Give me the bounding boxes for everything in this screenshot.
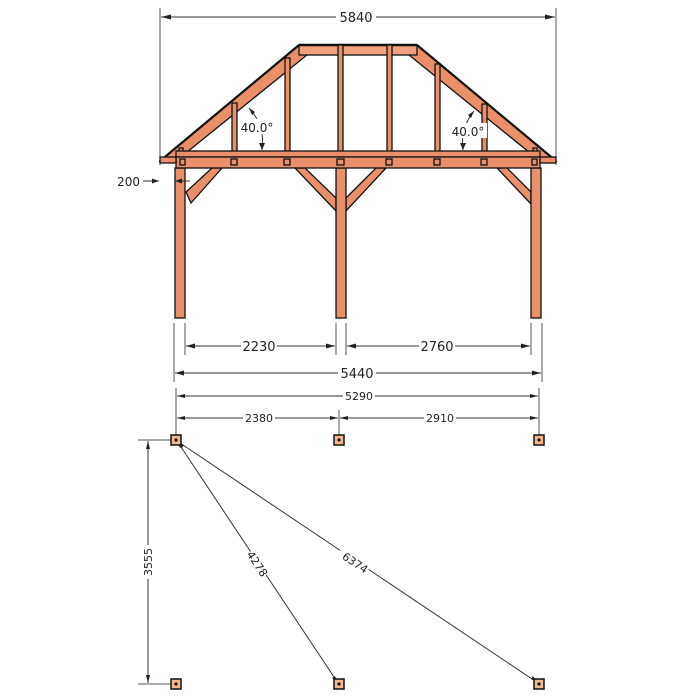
- overhang-label: 200: [117, 175, 140, 189]
- brace-center-right: [345, 167, 388, 213]
- plan-bay-right-label: 2910: [426, 412, 454, 425]
- stud-3: [337, 44, 344, 166]
- overall-roof-width-label: 5840: [339, 11, 372, 26]
- plan-depth-label: 3555: [142, 548, 155, 576]
- footing-back-right: [533, 678, 545, 690]
- top-plate-upper: [175, 150, 541, 158]
- angle-annotation-left: 40.0°: [238, 107, 276, 151]
- footing-front-right: [533, 434, 545, 446]
- footing-back-left: [170, 678, 182, 690]
- plan-dimension-bays: 2380 2910: [177, 410, 538, 436]
- stud-2: [284, 57, 291, 166]
- post-right: [530, 167, 542, 319]
- post-left: [174, 167, 186, 319]
- dimension-elevation-bays: 2230 2760: [184, 323, 532, 355]
- angle-annotation-right: 40.0°: [449, 110, 487, 151]
- dimension-overhang: 200: [117, 175, 190, 189]
- plan-diagonal-short: 4278: [176, 440, 339, 684]
- plan-bay-left-label: 2380: [245, 412, 273, 425]
- stud-5: [434, 63, 441, 166]
- footing-back-center: [333, 678, 345, 690]
- plan-dimension-overall: 5290: [175, 388, 540, 436]
- stud-4: [386, 44, 393, 166]
- dimension-elevation-overall: 5440: [173, 323, 543, 382]
- footing-front-left: [170, 434, 182, 446]
- plan-overall-label: 5290: [345, 390, 373, 403]
- plan-dimension-depth: 3555: [138, 439, 172, 685]
- dimension-overall-roof: 5840: [159, 8, 557, 165]
- plan-diagonal-long: 6374: [176, 440, 539, 684]
- front-elevation: [158, 43, 558, 319]
- roof-pitch-right-label: 40.0°: [452, 125, 485, 139]
- roof-pitch-left-label: 40.0°: [241, 121, 274, 135]
- bay-left-label: 2230: [242, 340, 275, 355]
- brace-center-left: [293, 167, 337, 213]
- eave-left: [159, 156, 177, 164]
- brace-right-outer: [495, 167, 532, 206]
- post-center: [335, 167, 347, 319]
- overall-post-width-label: 5440: [340, 367, 373, 382]
- footings: [170, 434, 545, 690]
- brace-left-outer: [185, 167, 224, 205]
- bay-right-label: 2760: [420, 340, 453, 355]
- footing-front-center: [333, 434, 345, 446]
- eave-right: [539, 156, 557, 164]
- ridge-beam: [298, 44, 418, 56]
